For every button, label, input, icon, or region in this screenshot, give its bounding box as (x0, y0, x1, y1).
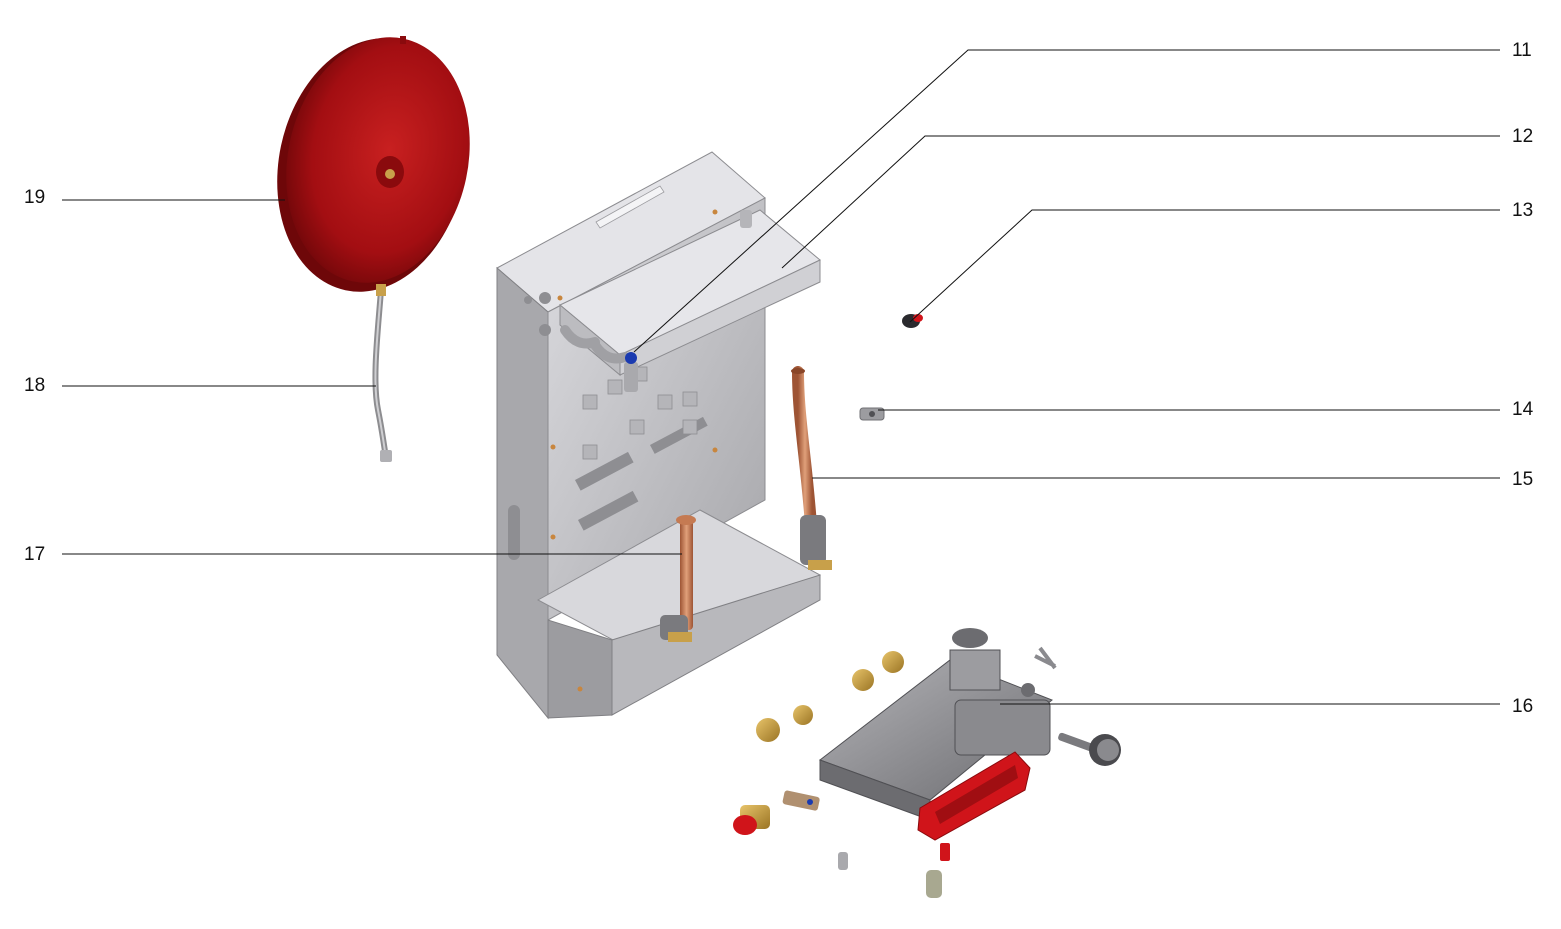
part-16-hydraulic-group (733, 628, 1121, 898)
callout-label-17: 17 (24, 544, 46, 565)
part-12-manifold (559, 209, 821, 377)
leader-line-12 (781, 135, 1500, 269)
leader-line-13 (909, 209, 1500, 323)
callout-label-19: 19 (24, 187, 46, 208)
part-11-bleed-screw (624, 352, 638, 392)
callout-label-12: 12 (1512, 126, 1534, 147)
callout-label-15: 15 (1512, 469, 1534, 490)
callout-label-16: 16 (1512, 696, 1534, 717)
leader-lines (62, 49, 1500, 705)
leader-line-11 (633, 49, 1500, 353)
chassis-frame (496, 151, 822, 720)
part-17-copper-pipe (660, 515, 696, 642)
part-18-flexible-hose (372, 284, 392, 462)
callout-label-18: 18 (24, 375, 46, 396)
callout-label-11: 11 (1512, 40, 1532, 61)
callout-label-13: 13 (1512, 200, 1534, 221)
part-15-copper-pipe (791, 366, 832, 570)
part-13-red-cap (902, 314, 923, 328)
part-19-expansion-vessel (277, 36, 470, 292)
part-14-clip (859, 407, 885, 421)
callout-label-14: 14 (1512, 399, 1534, 420)
